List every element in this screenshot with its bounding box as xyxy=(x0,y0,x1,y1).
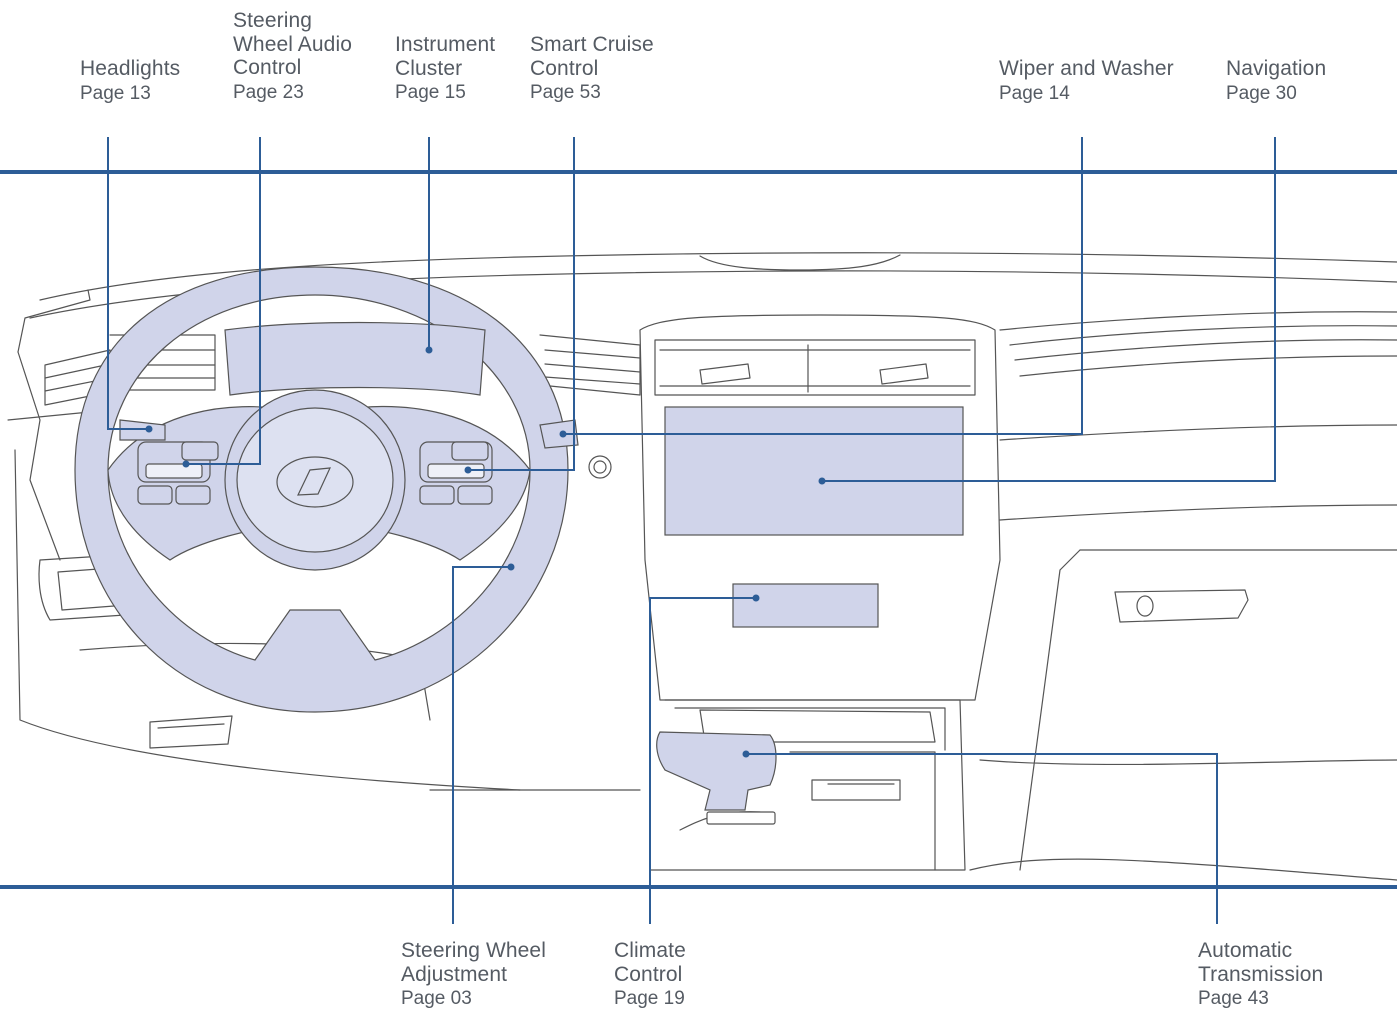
callout-name: Control xyxy=(530,56,599,80)
callout-name: Navigation xyxy=(1226,57,1327,80)
callout-name: Steering xyxy=(233,9,313,32)
callout-name: Control xyxy=(233,56,302,79)
callout-name: Adjustment xyxy=(401,962,508,986)
callout-name: Wiper and Washer xyxy=(999,57,1174,80)
callout-steering-wheel-adjustment[interactable]: Steering Wheel Adjustment Page 03 xyxy=(401,939,546,1011)
callout-headlights[interactable]: Headlights Page 13 xyxy=(80,57,180,105)
callout-page: Page 15 xyxy=(395,82,466,103)
leader-navigation xyxy=(822,137,1276,482)
callout-page: Page 13 xyxy=(80,82,151,104)
callout-instrument-cluster[interactable]: Instrument Cluster Page 15 xyxy=(395,33,495,105)
callout-name: Automatic xyxy=(1198,939,1293,962)
steering-wheel xyxy=(74,266,569,713)
callout-name: Transmission xyxy=(1198,962,1324,986)
center-vents xyxy=(654,339,976,396)
callout-smart-cruise-control[interactable]: Smart Cruise Control Page 53 xyxy=(530,33,654,105)
callout-navigation[interactable]: Navigation Page 30 xyxy=(1226,57,1326,105)
callout-climate-control[interactable]: Climate Control Page 19 xyxy=(614,939,686,1011)
callout-name: Control xyxy=(614,962,683,986)
glovebox-handle xyxy=(1114,589,1249,623)
callout-page: Page 30 xyxy=(1226,82,1297,104)
navigation-screen xyxy=(664,406,964,536)
callout-page: Page 19 xyxy=(614,988,685,1009)
dash-top-edge xyxy=(39,252,1397,301)
leader-dots xyxy=(145,346,826,758)
instrument-cluster-panel xyxy=(224,321,486,396)
callout-name: Climate xyxy=(614,939,686,962)
callout-page: Page 53 xyxy=(530,82,601,103)
highlights xyxy=(74,266,964,825)
callout-page: Page 03 xyxy=(401,988,472,1009)
callout-name: Headlights xyxy=(80,57,181,80)
leader-wheel-adjustment xyxy=(452,566,511,924)
brand-emblem-icon xyxy=(276,456,354,508)
fuse-cover xyxy=(149,715,233,749)
callout-automatic-transmission[interactable]: Automatic Transmission Page 43 xyxy=(1198,939,1323,1011)
leader-headlights xyxy=(107,137,149,430)
start-button xyxy=(588,455,612,479)
climate-panel xyxy=(732,583,879,628)
leader-transmission xyxy=(746,753,1218,924)
leader-wiper-washer xyxy=(563,137,1083,435)
callout-name: Instrument xyxy=(395,33,496,56)
leader-audio-control xyxy=(186,137,261,465)
left-knee-panel xyxy=(38,554,126,621)
dashboard-line-art xyxy=(7,252,1397,881)
callout-name: Steering Wheel xyxy=(401,939,546,962)
callout-name: Cluster xyxy=(395,56,463,80)
leader-smart-cruise xyxy=(468,137,575,471)
callout-name: Wheel Audio xyxy=(233,32,353,56)
center-stack xyxy=(639,314,1001,701)
storage-tray xyxy=(699,709,936,743)
callout-steering-wheel-audio-control[interactable]: Steering Wheel Audio Control Page 23 xyxy=(233,9,352,104)
shifter-knob xyxy=(656,731,777,811)
callout-page: Page 14 xyxy=(999,82,1070,104)
leader-lines xyxy=(107,137,1276,924)
leader-climate-control xyxy=(649,597,756,924)
callout-page: Page 43 xyxy=(1198,988,1269,1009)
wiper-stalk xyxy=(539,419,579,449)
callout-name: Smart Cruise xyxy=(530,33,654,56)
callout-page: Page 23 xyxy=(233,81,304,103)
callout-wiper-and-washer[interactable]: Wiper and Washer Page 14 xyxy=(999,57,1174,105)
